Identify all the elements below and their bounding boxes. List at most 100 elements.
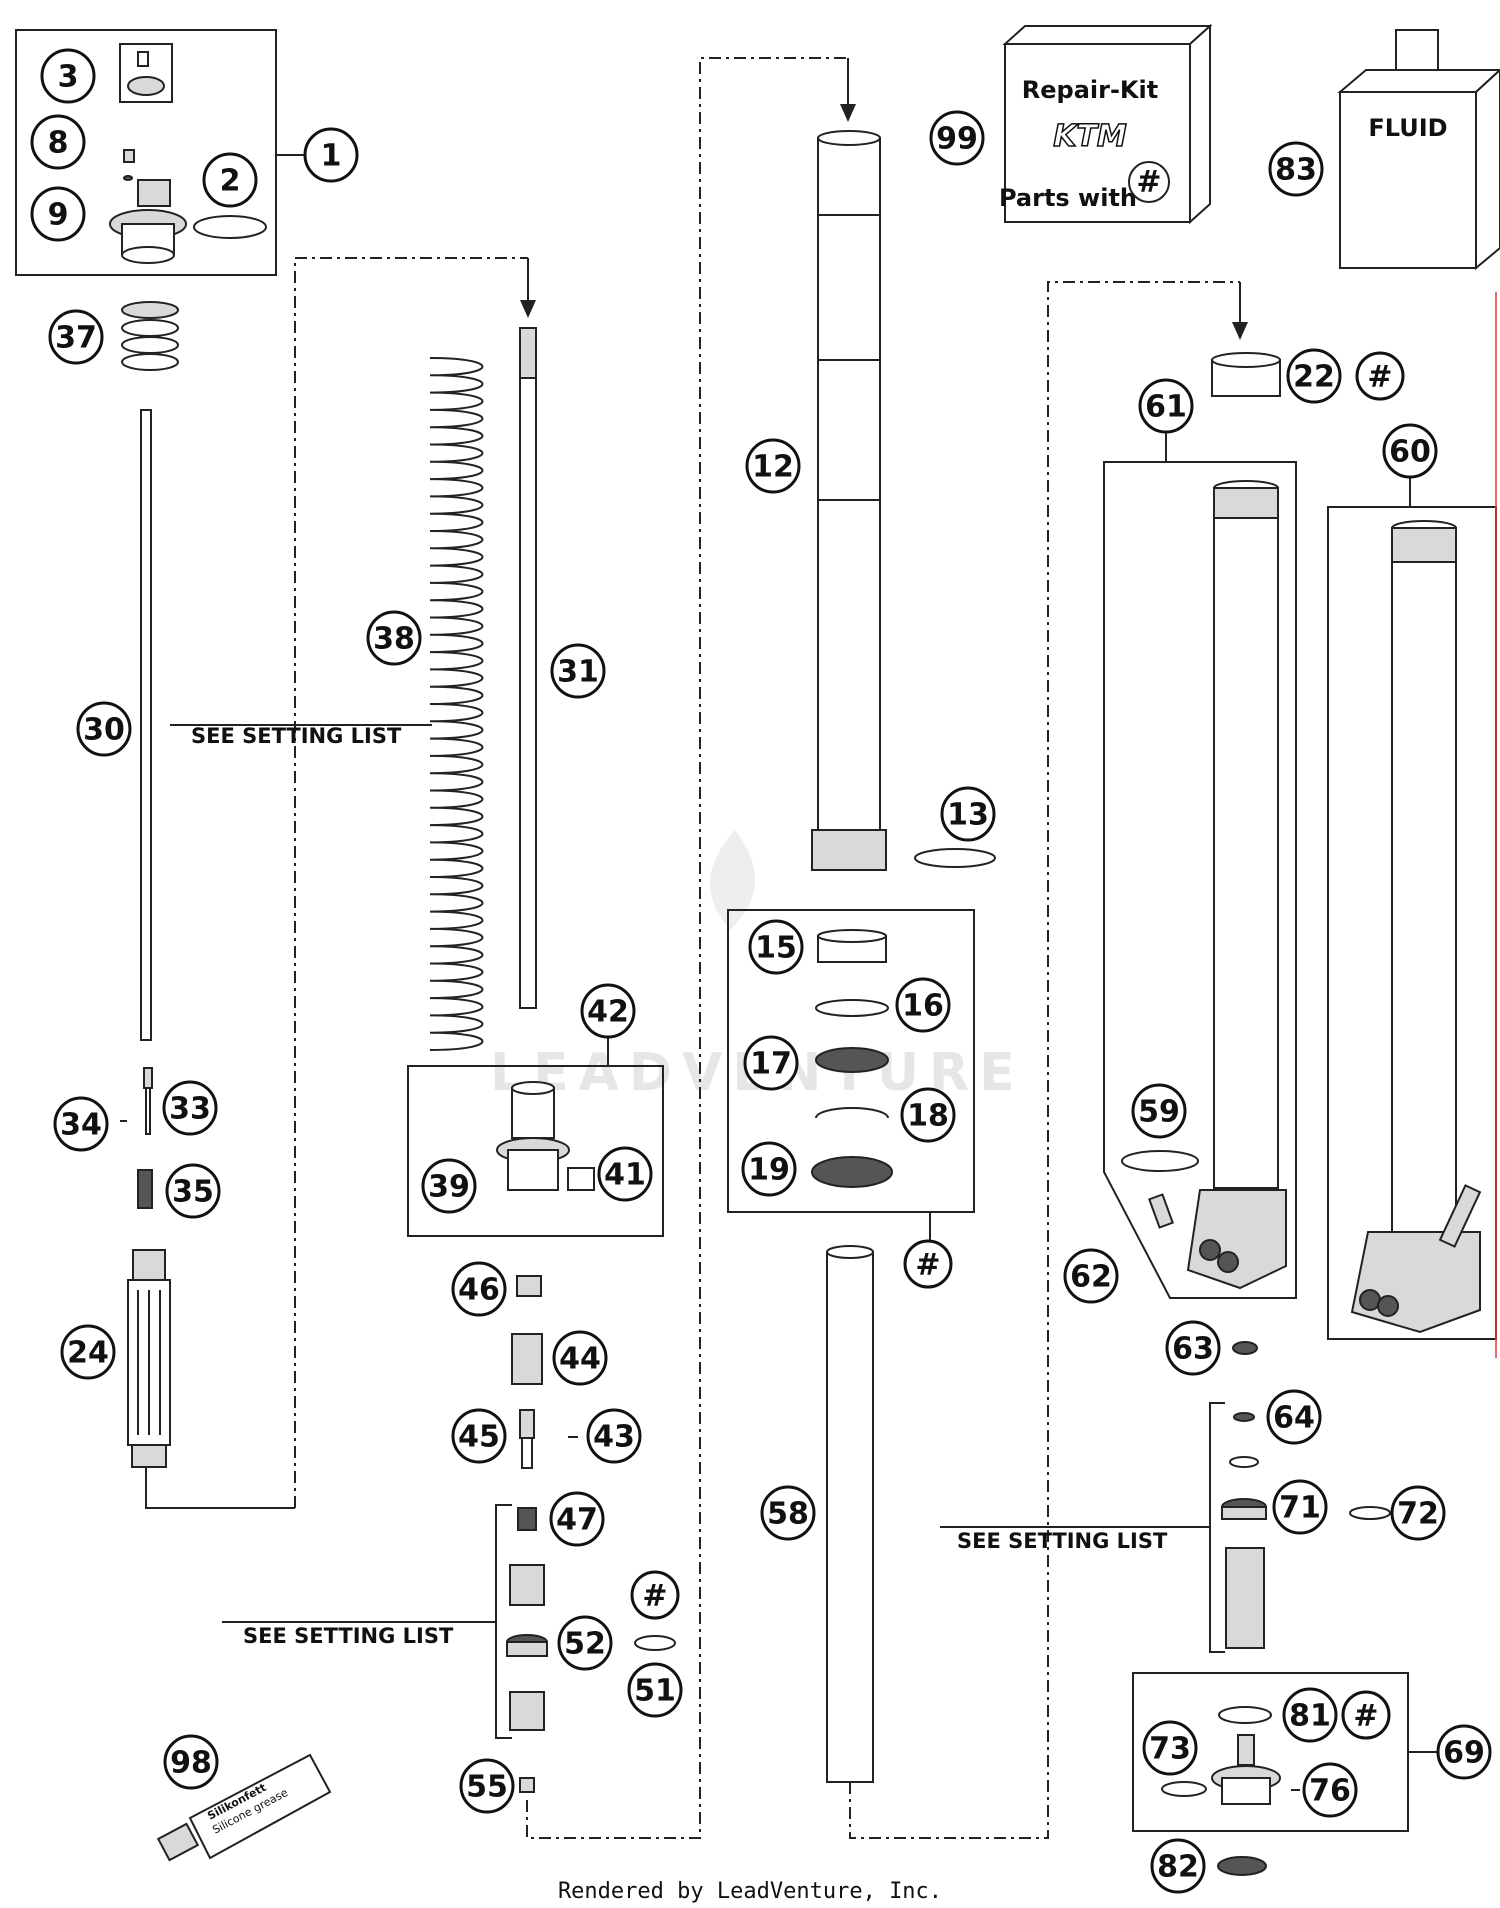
callout-label: 15 bbox=[755, 931, 797, 966]
callout-circle bbox=[1390, 1485, 1446, 1541]
callout-label: 61 bbox=[1145, 390, 1187, 425]
callout-circle bbox=[550, 643, 606, 699]
callout-circle bbox=[165, 1163, 221, 1219]
repair-kit-title: Repair-Kit bbox=[1022, 76, 1158, 104]
watermark-flame-icon bbox=[710, 830, 756, 930]
callout-circle bbox=[760, 1485, 816, 1541]
callout-60: 60 bbox=[1382, 423, 1438, 479]
callout-circle bbox=[929, 110, 985, 166]
callout-circle bbox=[552, 1330, 608, 1386]
callout-label: 51 bbox=[634, 1674, 676, 1709]
callout-83: 83 bbox=[1268, 141, 1324, 197]
callout-label: 31 bbox=[557, 655, 599, 690]
callout-circle bbox=[1131, 1083, 1187, 1139]
callout-8: 8 bbox=[30, 114, 86, 170]
callout-hash-h4: # bbox=[1341, 1690, 1391, 1740]
group-box-1-frame bbox=[15, 29, 277, 276]
callout-circle bbox=[940, 786, 996, 842]
callout-circle bbox=[1150, 1838, 1206, 1894]
footer-credit: Rendered by LeadVenture, Inc. bbox=[558, 1879, 942, 1904]
callout-47: 47 bbox=[549, 1491, 605, 1547]
callout-51: 51 bbox=[627, 1662, 683, 1718]
callout-circle bbox=[895, 977, 951, 1033]
part-55-nut bbox=[519, 1777, 535, 1793]
callout-58: 58 bbox=[760, 1485, 816, 1541]
callout-2: 2 bbox=[202, 152, 258, 208]
callout-circle bbox=[53, 1096, 109, 1152]
callout-circle bbox=[451, 1261, 507, 1317]
part-35-spring bbox=[137, 1169, 153, 1209]
part-73-o-ring bbox=[1161, 1781, 1207, 1797]
callout-circle bbox=[1138, 378, 1194, 434]
part-13-o-ring bbox=[914, 848, 996, 868]
callout-76: 76 bbox=[1302, 1762, 1358, 1818]
part-72-ring bbox=[1349, 1506, 1391, 1520]
part-51-ring bbox=[634, 1635, 676, 1651]
arrow-down-icon-12 bbox=[840, 104, 856, 122]
callout-circle bbox=[1355, 351, 1405, 401]
callout-35: 35 bbox=[165, 1163, 221, 1219]
callout-label: 46 bbox=[458, 1273, 500, 1308]
callout-label: 59 bbox=[1138, 1095, 1180, 1130]
callout-71: 71 bbox=[1272, 1479, 1328, 1535]
callout-circle bbox=[40, 48, 96, 104]
callout-circle bbox=[1268, 141, 1324, 197]
callout-circle bbox=[303, 127, 359, 183]
part-24-damper-cartridge bbox=[127, 1249, 171, 1468]
callout-17: 17 bbox=[743, 1035, 799, 1091]
part-44-spring bbox=[511, 1333, 543, 1385]
callout-circle bbox=[48, 309, 104, 365]
callout-label: 9 bbox=[48, 198, 69, 233]
arrow-down-icon bbox=[520, 300, 536, 318]
part-22-bushing bbox=[1211, 352, 1281, 397]
callout-circle bbox=[30, 114, 86, 170]
callout-12: 12 bbox=[745, 438, 801, 494]
callout-1: 1 bbox=[303, 127, 359, 183]
callout-38: 38 bbox=[366, 610, 422, 666]
callout-46: 46 bbox=[451, 1261, 507, 1317]
callout-label: 35 bbox=[172, 1175, 214, 1210]
part-46-bushing bbox=[516, 1275, 542, 1297]
callout-circle bbox=[366, 610, 422, 666]
part-19-dust-seal bbox=[811, 1156, 893, 1188]
callout-layer: 1238937303831129983226160131516171819423… bbox=[30, 48, 1492, 1894]
assembly-line-middle bbox=[526, 57, 848, 1839]
part-39-rebound-valve bbox=[496, 1081, 570, 1191]
repair-kit-hash: # bbox=[1136, 165, 1161, 200]
part-8-screw bbox=[123, 149, 135, 163]
callout-circle bbox=[745, 438, 801, 494]
callout-label: # bbox=[915, 1248, 940, 1283]
callout-label: 17 bbox=[750, 1047, 792, 1082]
part-64-washer bbox=[1233, 1412, 1255, 1422]
callout-37: 37 bbox=[48, 309, 104, 365]
callout-circle bbox=[451, 1408, 507, 1464]
part-38-fork-spring bbox=[429, 357, 484, 1051]
callout-label: 76 bbox=[1309, 1774, 1351, 1809]
part-81-o-ring bbox=[1218, 1706, 1272, 1724]
callout-circle bbox=[30, 186, 86, 242]
callout-label: 2 bbox=[220, 164, 241, 199]
part-59-o-ring bbox=[1121, 1150, 1199, 1172]
part-9-washer bbox=[123, 175, 133, 181]
arrow-down-icon-22 bbox=[1232, 322, 1248, 340]
callout-label: # bbox=[642, 1579, 667, 1614]
callout-circle bbox=[557, 1615, 613, 1671]
assembly-line-left bbox=[294, 257, 528, 1508]
assembly-line-right bbox=[849, 281, 1240, 1839]
part-58-inner-tube bbox=[826, 1245, 874, 1783]
setting-list-note-3: SEE SETTING LIST bbox=[957, 1529, 1168, 1553]
callout-label: 34 bbox=[60, 1108, 102, 1143]
callout-62: 62 bbox=[1063, 1248, 1119, 1304]
callout-24: 24 bbox=[60, 1324, 116, 1380]
callout-label: 98 bbox=[170, 1746, 212, 1781]
callout-label: 16 bbox=[902, 989, 944, 1024]
callout-9: 9 bbox=[30, 186, 86, 242]
callout-81: 81 bbox=[1282, 1687, 1338, 1743]
callout-label: 18 bbox=[907, 1099, 949, 1134]
bracket-64-71 bbox=[1209, 1402, 1225, 1653]
callout-hash-h2: # bbox=[903, 1239, 953, 1289]
callout-circle bbox=[1266, 1389, 1322, 1445]
callout-label: 19 bbox=[748, 1153, 790, 1188]
callout-circle bbox=[162, 1080, 218, 1136]
callout-82: 82 bbox=[1150, 1838, 1206, 1894]
